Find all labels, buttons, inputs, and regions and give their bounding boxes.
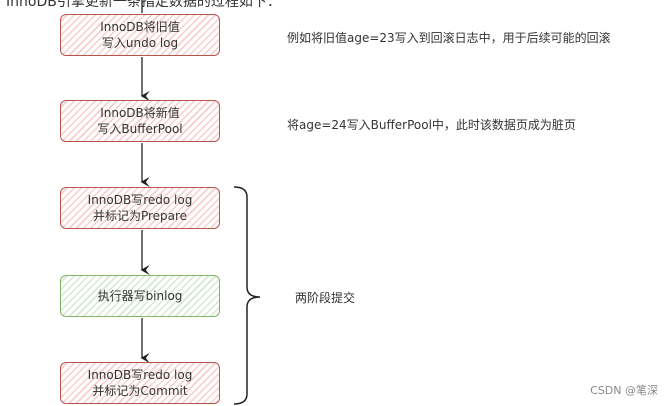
note-undo-log: 例如将旧值age=23写入到回滚日志中，用于后续可能的回滚 <box>287 31 611 45</box>
header-text: InnoDB引擎更新一条指定数据的过程如下： <box>6 0 281 10</box>
step-line: InnoDB写redo log <box>87 193 193 207</box>
step-line: 并标记为Prepare <box>92 209 188 223</box>
step-redo-commit: InnoDB写redo log 并标记为Commit <box>60 362 220 404</box>
watermark: CSDN @笔深 <box>590 384 658 397</box>
step-line: 执行器写binlog <box>97 289 183 303</box>
step-buffer-pool: InnoDB将新值 写入BufferPool <box>60 100 220 142</box>
step-line: InnoDB将新值 <box>100 106 180 120</box>
note-buffer-pool: 将age=24写入BufferPool中，此时该数据页成为脏页 <box>287 118 576 132</box>
step-binlog: 执行器写binlog <box>60 275 220 317</box>
step-undo-log: InnoDB将旧值 写入undo log <box>60 14 220 56</box>
step-line: 写入BufferPool <box>97 122 183 136</box>
step-line: InnoDB写redo log <box>87 368 193 382</box>
step-line: 并标记为Commit <box>92 384 188 398</box>
step-line: 写入undo log <box>101 36 179 50</box>
brace-label: 两阶段提交 <box>295 291 356 305</box>
step-redo-prepare: InnoDB写redo log 并标记为Prepare <box>60 187 220 229</box>
brace <box>233 186 261 405</box>
step-line: InnoDB将旧值 <box>100 20 180 34</box>
